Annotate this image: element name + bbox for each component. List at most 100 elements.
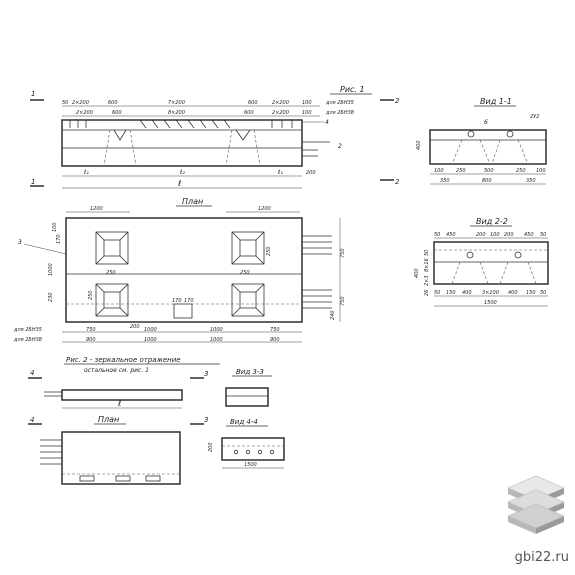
pocket-top-right (231, 231, 265, 265)
fig2-title: Рис. 2 - зеркальное отражение (66, 356, 181, 364)
view-4-4: Вид 4-4 200 1500 (208, 418, 285, 469)
section-1-top: 1 (31, 90, 35, 98)
mark-2: 2 (338, 143, 342, 150)
svg-text:для 2БН35: для 2БН35 (325, 100, 354, 106)
section-2-top: 2 (395, 97, 400, 105)
svg-text:250: 250 (88, 290, 94, 300)
mark-4: 4 (325, 119, 329, 126)
svg-text:150: 150 (446, 290, 456, 296)
fig1-title: Рис. 1 (340, 85, 365, 94)
slabs-logo (507, 475, 565, 534)
strand-ends (302, 235, 332, 309)
svg-text:1000: 1000 (48, 263, 54, 276)
svg-text:350: 350 (440, 178, 450, 184)
svg-text:600: 600 (244, 110, 254, 116)
section-4-top: 4 (30, 369, 34, 377)
svg-text:250: 250 (106, 270, 116, 276)
site-watermark: gbi22.ru (514, 550, 569, 565)
view-1-1: Вид 1-1 2У2 6 400 100 250 500 250 100 35… (416, 97, 547, 185)
fig2-note: остальное см. рис. 1 (84, 367, 149, 374)
svg-text:600: 600 (248, 100, 258, 106)
svg-text:600: 600 (112, 110, 122, 116)
view44-title: Вид 4-4 (230, 418, 258, 426)
svg-text:2×200: 2×200 (76, 110, 93, 116)
svg-text:400: 400 (508, 290, 518, 296)
fig2-elevation: Рис. 2 - зеркальное отражение остальное … (28, 356, 220, 485)
mark-6: 6 (484, 119, 488, 126)
pocket-bottom-right (231, 283, 265, 317)
svg-text:500: 500 (484, 168, 494, 174)
svg-text:100: 100 (52, 222, 58, 232)
svg-text:2×200: 2×200 (272, 110, 289, 116)
svg-text:ℓ₂: ℓ₂ (179, 169, 185, 176)
svg-text:ℓ₁: ℓ₁ (277, 169, 283, 176)
svg-text:50: 50 (434, 232, 440, 238)
svg-text:1500: 1500 (484, 300, 497, 306)
svg-text:750: 750 (340, 296, 346, 306)
svg-text:750: 750 (270, 327, 280, 333)
view-2-2: Вид 2-2 50 450 200 100 200 450 50 50 8×1… (414, 217, 549, 307)
svg-text:1200: 1200 (90, 206, 103, 212)
svg-text:240: 240 (330, 310, 336, 320)
pocket-bottom-left (95, 283, 129, 317)
svg-text:100: 100 (536, 168, 546, 174)
svg-text:450: 450 (446, 232, 456, 238)
section-3-top: 3 (204, 370, 208, 378)
view-3-3: Вид 3-3 (225, 368, 272, 407)
svg-text:230: 230 (48, 292, 54, 302)
svg-text:200: 200 (208, 442, 214, 452)
svg-text:750: 750 (86, 327, 96, 333)
svg-text:50: 50 (62, 100, 68, 106)
length-l: ℓ (177, 179, 181, 188)
svg-text:400: 400 (462, 290, 472, 296)
section-3-bottom: 3 (204, 416, 208, 424)
svg-text:50: 50 (434, 290, 440, 296)
svg-text:100: 100 (302, 110, 312, 116)
section-2-bottom: 2 (395, 178, 400, 186)
svg-text:1000: 1000 (210, 337, 223, 343)
svg-text:200: 200 (504, 232, 514, 238)
svg-text:400: 400 (416, 140, 422, 150)
mark-3: 3 (18, 239, 22, 246)
svg-text:350: 350 (526, 178, 536, 184)
svg-text:50: 50 (540, 290, 546, 296)
svg-text:для 2БН38: для 2БН38 (13, 337, 42, 343)
svg-text:1000: 1000 (144, 327, 157, 333)
view33-title: Вид 3-3 (236, 368, 264, 376)
svg-text:150: 150 (526, 290, 536, 296)
svg-text:50: 50 (540, 232, 546, 238)
svg-text:8×200: 8×200 (168, 110, 185, 116)
section-1-bottom: 1 (31, 178, 35, 186)
svg-text:26: 26 (424, 290, 430, 296)
svg-text:200: 200 (476, 232, 486, 238)
section-4-bottom: 4 (30, 416, 34, 424)
svg-text:170: 170 (56, 234, 62, 244)
fig2-length: ℓ (117, 399, 121, 408)
view11-title: Вид 1-1 (480, 97, 512, 106)
svg-text:2У2: 2У2 (530, 114, 539, 120)
svg-text:900: 900 (270, 337, 280, 343)
svg-text:2×200: 2×200 (72, 100, 89, 106)
svg-text:1500: 1500 (244, 462, 257, 468)
svg-text:200: 200 (306, 170, 316, 176)
svg-text:100: 100 (490, 232, 500, 238)
svg-text:400: 400 (414, 268, 420, 278)
svg-text:ℓ₁: ℓ₁ (83, 169, 89, 176)
fig2-strand-ends (40, 439, 62, 465)
svg-text:для 2БН38: для 2БН38 (325, 110, 354, 116)
plan-view: План 1200 1200 3 100 170 1000 230 (13, 197, 346, 343)
svg-text:8×16: 8×16 (424, 258, 430, 272)
svg-text:2×3: 2×3 (424, 275, 430, 286)
svg-text:250: 250 (240, 270, 250, 276)
svg-text:750: 750 (340, 248, 346, 258)
svg-text:800: 800 (482, 178, 492, 184)
svg-text:1200: 1200 (258, 206, 271, 212)
svg-text:170: 170 (184, 298, 194, 304)
svg-text:170: 170 (172, 298, 182, 304)
svg-text:3×100: 3×100 (482, 290, 499, 296)
svg-text:200: 200 (130, 324, 140, 330)
svg-text:7×200: 7×200 (168, 100, 185, 106)
svg-text:2×200: 2×200 (272, 100, 289, 106)
pocket-top-left (95, 231, 129, 265)
